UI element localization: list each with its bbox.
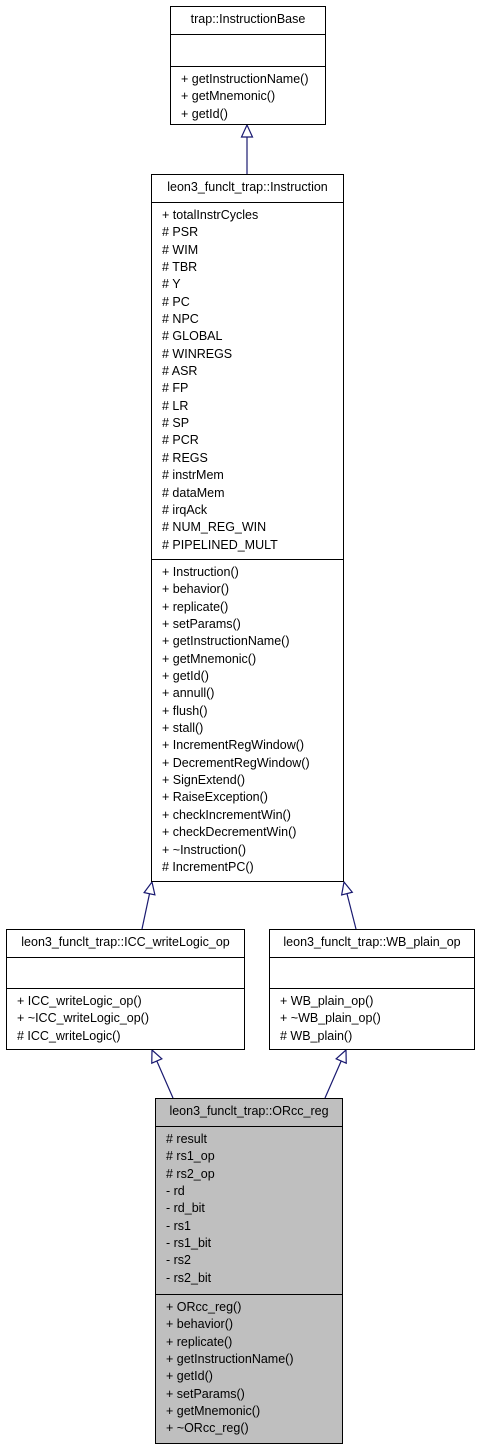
attribute-item: - rs1_bit [166, 1236, 212, 1251]
class-title: leon3_funclt_trap::Instruction [152, 175, 343, 203]
attribute-item: # PC [162, 294, 190, 309]
operation-item: + checkDecrementWin() [162, 825, 297, 840]
operation-item: + getMnemonic() [166, 1404, 261, 1419]
operation-item: # WB_plain() [280, 1028, 353, 1043]
class-instruction[interactable]: leon3_funclt_trap::Instruction + totalIn… [151, 174, 344, 882]
attribute-item: # LR [162, 398, 189, 413]
operation-item: + checkIncrementWin() [162, 807, 291, 822]
operation-item: + annull() [162, 686, 215, 701]
attributes-section: + totalInstrCycles # PSR # WIM # TBR # Y # PC… [152, 203, 343, 560]
operation-item: + getId() [166, 1369, 213, 1384]
operation-item: + Instruction() [162, 565, 239, 579]
class-title: leon3_funclt_trap::ORcc_reg [156, 1099, 342, 1127]
attribute-item: # PSR [162, 225, 199, 240]
attribute-item: - rs2 [166, 1253, 191, 1268]
operations-section: + getInstructionName() + getMnemonic() + g… [171, 67, 325, 123]
attributes-section: # result # rs1_op # rs2_op - rd - rd_bit - rs… [156, 1127, 342, 1295]
operation-item: + ICC_writeLogic_op() [17, 994, 142, 1008]
class-title: trap::InstructionBase [171, 7, 325, 35]
attribute-item: # dataMem [162, 485, 225, 500]
operation-item: # IncrementPC() [162, 859, 254, 874]
attribute-item: # NUM_REG_WIN [162, 520, 267, 535]
class-instruction-base[interactable]: trap::InstructionBase + getInstructionNa… [170, 6, 326, 125]
attributes-section [7, 958, 244, 989]
class-title: leon3_funclt_trap::WB_plain_op [270, 930, 474, 958]
operation-item: + ORcc_reg() [166, 1300, 242, 1314]
attribute-item: - rd_bit [166, 1201, 205, 1216]
operation-item: + getInstructionName() [162, 634, 290, 649]
edge-wb-to-instruction [346, 893, 357, 930]
attribute-item: - rs1 [166, 1218, 191, 1233]
attribute-item: # ASR [162, 364, 198, 379]
attributes-section [171, 35, 325, 67]
class-wb-plain-op[interactable]: leon3_funclt_trap::WB_plain_op + WB_plai… [269, 929, 475, 1050]
edge-wb-to-instruction-arrowhead [340, 880, 354, 896]
edge-icc-to-instruction [141, 893, 151, 930]
operation-item: + setParams() [166, 1386, 245, 1401]
operation-item: + behavior() [166, 1317, 234, 1332]
attribute-item: # rs1_op [166, 1149, 215, 1164]
operation-item: + ~ICC_writeLogic_op() [17, 1011, 150, 1026]
class-icc-writelogic-op[interactable]: leon3_funclt_trap::ICC_writeLogic_op + I… [6, 929, 245, 1050]
operation-item: + ~Instruction() [162, 842, 247, 857]
attribute-item: # PCR [162, 433, 199, 448]
operation-item: + ~ORcc_reg() [166, 1421, 249, 1436]
edge-icc-to-instruction-arrowhead [143, 880, 156, 896]
attribute-item: # Y [162, 277, 181, 292]
operation-item: + getMnemonic() [162, 651, 257, 666]
attribute-item: # FP [162, 381, 189, 396]
operations-section: + ICC_writeLogic_op() + ~ICC_writeLogic_o… [7, 989, 244, 1045]
edge-orcc-to-wb-arrowhead [335, 1048, 347, 1065]
operation-item: + setParams() [162, 617, 241, 632]
operation-item: + SignExtend() [162, 773, 246, 788]
attribute-item: # rs2_op [166, 1166, 215, 1181]
attribute-item: # GLOBAL [162, 329, 223, 344]
class-title: leon3_funclt_trap::ICC_writeLogic_op [7, 930, 244, 958]
attribute-item: - rs2_bit [166, 1270, 212, 1285]
operation-item: + getMnemonic() [181, 89, 276, 104]
operation-item: + getInstructionName() [166, 1352, 294, 1367]
edge-orcc-to-wb [324, 1060, 342, 1099]
edge-orcc-to-icc-arrowhead [151, 1048, 163, 1065]
attribute-item: - rd [166, 1184, 185, 1199]
operation-item: + IncrementRegWindow() [162, 738, 305, 753]
attribute-item: # TBR [162, 260, 198, 275]
attribute-item: # irqAck [162, 502, 208, 517]
attribute-item: # NPC [162, 312, 199, 327]
operation-item: + replicate() [166, 1334, 233, 1349]
attribute-item: + totalInstrCycles [162, 208, 259, 222]
operation-item: + flush() [162, 703, 208, 718]
operation-item: + getId() [162, 669, 209, 684]
operation-item: + getId() [181, 106, 228, 121]
attribute-item: # REGS [162, 450, 208, 465]
attribute-item: # result [166, 1132, 207, 1146]
operation-item: # ICC_writeLogic() [17, 1028, 121, 1043]
operation-item: + DecrementRegWindow() [162, 755, 310, 770]
edge-orcc-to-icc [156, 1060, 174, 1099]
operation-item: + RaiseException() [162, 790, 268, 805]
operations-section: + WB_plain_op() + ~WB_plain_op() # WB_plai… [270, 989, 474, 1045]
attribute-item: # PIPELINED_MULT [162, 537, 278, 552]
attribute-item: # WIM [162, 242, 199, 257]
attribute-item: # instrMem [162, 468, 224, 483]
attribute-item: # WINREGS [162, 346, 233, 361]
operation-item: + ~WB_plain_op() [280, 1011, 381, 1026]
operation-item: + stall() [162, 721, 204, 736]
operation-item: + WB_plain_op() [280, 994, 374, 1008]
operation-item: + getInstructionName() [181, 72, 309, 86]
operations-section: + Instruction() + behavior() + replicate()… [152, 560, 343, 876]
attributes-section [270, 958, 474, 989]
operation-item: + replicate() [162, 599, 229, 614]
operation-item: + behavior() [162, 582, 230, 597]
class-orcc-reg[interactable]: leon3_funclt_trap::ORcc_reg # result# rs… [155, 1098, 343, 1444]
operations-section: + ORcc_reg() + behavior() + replicate() + g… [156, 1295, 342, 1438]
edge-instruction-to-base-arrowhead [240, 123, 254, 138]
attribute-item: # SP [162, 416, 190, 431]
